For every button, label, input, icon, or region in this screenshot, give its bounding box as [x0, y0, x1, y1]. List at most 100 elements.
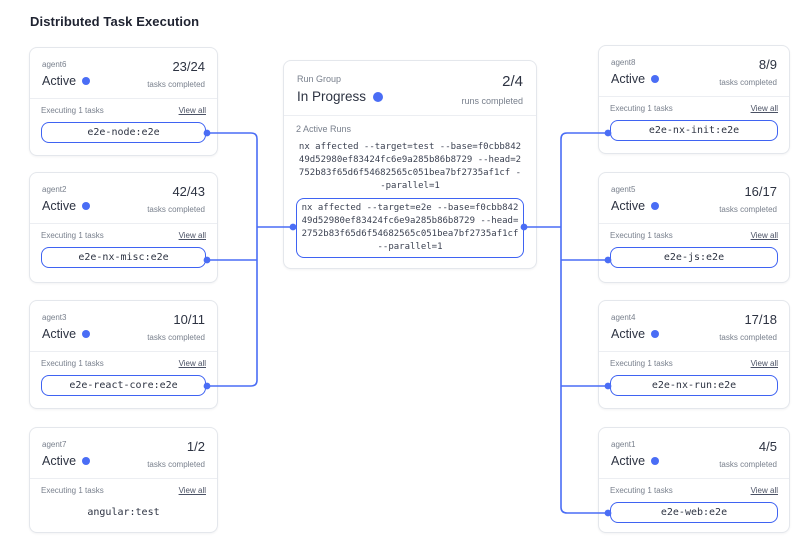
- page-title: Distributed Task Execution: [30, 14, 200, 29]
- executing-row: Executing 1 tasks View all: [610, 486, 778, 495]
- divider: [30, 223, 217, 224]
- progress-label: tasks completed: [147, 80, 205, 89]
- view-all-link[interactable]: View all: [178, 359, 206, 368]
- agent-status-row: Active: [42, 198, 91, 214]
- view-all-link[interactable]: View all: [178, 231, 206, 240]
- task-pill[interactable]: e2e-node:e2e: [41, 122, 206, 143]
- executing-label: Executing 1 tasks: [41, 359, 104, 368]
- agent-status: Active: [42, 454, 77, 468]
- agent-card-header: agent6 Active 23/24 tasks completed: [30, 48, 217, 98]
- active-run-command[interactable]: nx affected --target=e2e --base=f0cbb842…: [296, 198, 524, 258]
- agent-name: agent1: [611, 440, 636, 449]
- agent-card-header: agent7 Active 1/2 tasks completed: [30, 428, 217, 478]
- executing-label: Executing 1 tasks: [610, 104, 673, 113]
- divider: [599, 351, 789, 352]
- agent-card-body: Executing 1 tasks View all e2e-nx-run:e2…: [599, 352, 789, 406]
- agent-status: Active: [611, 454, 646, 468]
- agent-status: Active: [611, 327, 646, 341]
- task-pill[interactable]: angular:test: [87, 507, 160, 518]
- run-group-body: 2 Active Runs nx affected --target=test …: [284, 116, 536, 268]
- agent-status: Active: [42, 74, 77, 88]
- agent-card-body: Executing 1 tasks View all e2e-node:e2e: [30, 99, 217, 153]
- view-all-link[interactable]: View all: [750, 231, 778, 240]
- agent-name: agent6: [42, 60, 67, 69]
- agent-card-header: agent8 Active 8/9 tasks completed: [599, 46, 789, 96]
- agent-card-header: agent2 Active 42/43 tasks completed: [30, 173, 217, 223]
- status-dot-icon: [82, 77, 91, 85]
- agent-card-header: agent5 Active 16/17 tasks completed: [599, 173, 789, 223]
- agent-status-row: Active: [611, 326, 660, 342]
- divider: [30, 478, 217, 479]
- task-pill[interactable]: e2e-nx-init:e2e: [610, 120, 778, 141]
- view-all-link[interactable]: View all: [750, 359, 778, 368]
- agent-name: agent7: [42, 440, 67, 449]
- agent-card-agent4: agent4 Active 17/18 tasks completed Exec…: [598, 300, 790, 409]
- divider: [599, 96, 789, 97]
- executing-label: Executing 1 tasks: [41, 106, 104, 115]
- agent-name: agent4: [611, 313, 636, 322]
- executing-label: Executing 1 tasks: [41, 231, 104, 240]
- progress-label: tasks completed: [719, 205, 777, 214]
- agent-card-body: Executing 1 tasks View all e2e-react-cor…: [30, 352, 217, 406]
- agent-identity: agent8 Active: [611, 57, 660, 87]
- agent-card-agent2: agent2 Active 42/43 tasks completed Exec…: [29, 172, 218, 283]
- agent-card-header: agent4 Active 17/18 tasks completed: [599, 301, 789, 351]
- runs-progress-label: runs completed: [461, 96, 523, 106]
- executing-row: Executing 1 tasks View all: [41, 231, 206, 240]
- agent-progress-block: 42/43 tasks completed: [147, 184, 205, 214]
- task-pill[interactable]: e2e-web:e2e: [610, 502, 778, 523]
- agent-card-agent8: agent8 Active 8/9 tasks completed Execut…: [598, 45, 790, 154]
- agent-identity: agent5 Active: [611, 184, 660, 214]
- progress-label: tasks completed: [719, 78, 777, 87]
- run-group-identity: Run Group In Progress: [297, 73, 384, 104]
- executing-row: Executing 1 tasks View all: [610, 231, 778, 240]
- view-all-link[interactable]: View all: [750, 104, 778, 113]
- agent-progress-block: 8/9 tasks completed: [719, 57, 777, 87]
- progress-count: 10/11: [173, 312, 205, 327]
- agent-name: agent3: [42, 313, 67, 322]
- progress-label: tasks completed: [147, 205, 205, 214]
- agent-identity: agent6 Active: [42, 59, 91, 89]
- divider: [599, 478, 789, 479]
- agent-status: Active: [42, 327, 77, 341]
- agent-card-body: Executing 1 tasks View all e2e-nx-misc:e…: [30, 224, 217, 278]
- agent-card-header: agent1 Active 4/5 tasks completed: [599, 428, 789, 478]
- divider: [30, 98, 217, 99]
- agent-status-row: Active: [42, 453, 91, 469]
- executing-label: Executing 1 tasks: [610, 359, 673, 368]
- task-pill[interactable]: e2e-nx-misc:e2e: [41, 247, 206, 268]
- progress-label: tasks completed: [147, 333, 205, 342]
- divider: [284, 115, 536, 116]
- progress-count: 42/43: [172, 184, 205, 199]
- agent-status-row: Active: [611, 453, 660, 469]
- view-all-link[interactable]: View all: [178, 106, 206, 115]
- agent-name: agent8: [611, 58, 636, 67]
- agent-status: Active: [611, 72, 646, 86]
- task-pill[interactable]: e2e-react-core:e2e: [41, 375, 206, 396]
- agent-card-body: Executing 1 tasks View all e2e-js:e2e: [599, 224, 789, 278]
- agent-card-body: Executing 1 tasks View all e2e-nx-init:e…: [599, 97, 789, 151]
- status-dot-icon: [373, 91, 384, 102]
- progress-label: tasks completed: [147, 460, 205, 469]
- agent-card-body: Executing 1 tasks View all angular:test: [30, 479, 217, 532]
- agent-status-row: Active: [42, 73, 91, 89]
- divider: [30, 351, 217, 352]
- task-pill[interactable]: e2e-js:e2e: [610, 247, 778, 268]
- status-dot-icon: [651, 330, 660, 338]
- agent-card-agent3: agent3 Active 10/11 tasks completed Exec…: [29, 300, 218, 409]
- executing-row: Executing 1 tasks View all: [41, 359, 206, 368]
- run-command: nx affected --target=test --base=f0cbb84…: [298, 142, 522, 191]
- agent-card-header: agent3 Active 10/11 tasks completed: [30, 301, 217, 351]
- agent-identity: agent2 Active: [42, 184, 91, 214]
- agent-progress-block: 10/11 tasks completed: [147, 312, 205, 342]
- agent-card-agent7: agent7 Active 1/2 tasks completed Execut…: [29, 427, 218, 533]
- progress-count: 16/17: [744, 184, 777, 199]
- agent-card-agent6: agent6 Active 23/24 tasks completed Exec…: [29, 47, 218, 156]
- view-all-link[interactable]: View all: [750, 486, 778, 495]
- progress-count: 17/18: [744, 312, 777, 327]
- status-dot-icon: [82, 457, 91, 465]
- task-pill[interactable]: e2e-nx-run:e2e: [610, 375, 778, 396]
- status-dot-icon: [82, 202, 91, 210]
- executing-label: Executing 1 tasks: [610, 486, 673, 495]
- view-all-link[interactable]: View all: [178, 486, 206, 495]
